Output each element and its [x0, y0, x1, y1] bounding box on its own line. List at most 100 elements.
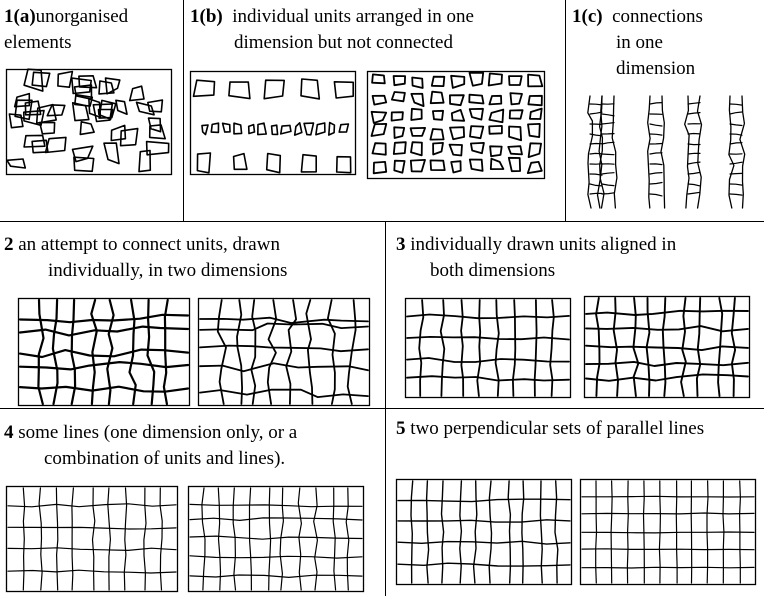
- sketch-unit: [411, 76, 424, 89]
- sketch-unit: [410, 141, 423, 157]
- sketch-5-left: [395, 478, 573, 586]
- sketch-stroke: [729, 133, 743, 136]
- sketch-unit: [293, 121, 303, 136]
- sketch-stroke: [680, 297, 687, 397]
- sketch-stroke: [216, 299, 227, 405]
- sketch-stroke: [217, 487, 222, 591]
- sketch-unit: [148, 124, 166, 140]
- sketch-unit: [128, 85, 145, 102]
- sketch-stroke: [729, 103, 743, 106]
- sketch-unit: [429, 128, 445, 141]
- caption-5: 5 two perpendicular sets of parallel lin…: [396, 416, 704, 442]
- sketch-stroke: [189, 517, 363, 522]
- sketch-stroke: [199, 322, 369, 332]
- sketch-stroke: [189, 555, 363, 559]
- sketch-frame: [17, 297, 191, 407]
- sketch-unit: [315, 122, 326, 136]
- sketch-stroke: [189, 535, 363, 540]
- sketch-unit: [78, 75, 98, 89]
- sketch-stroke: [589, 173, 603, 176]
- sketch-stroke: [51, 298, 59, 406]
- sketch-stroke: [146, 298, 156, 406]
- sketch-unit: [450, 109, 466, 122]
- sketch-stroke: [687, 191, 701, 195]
- sketch-stroke: [512, 299, 517, 397]
- sketch-unit: [46, 104, 66, 117]
- sketch-unit: [38, 121, 56, 135]
- caption-1a-line1: unorganised: [35, 6, 129, 27]
- sketch-stroke: [22, 487, 26, 591]
- sketch-stroke: [418, 299, 425, 397]
- sketch-stroke: [507, 480, 512, 584]
- sketch-stroke: [549, 299, 555, 397]
- sketch-unit: [6, 158, 27, 169]
- sketch-stroke: [406, 357, 570, 363]
- sketch-unit: [98, 80, 115, 95]
- sketch-stroke: [649, 101, 663, 105]
- sketch-4-left: [5, 485, 179, 593]
- sketch-unit: [488, 125, 503, 135]
- sketch-unit: [488, 94, 503, 106]
- sketch-stroke: [589, 103, 603, 106]
- sketch-stroke: [601, 192, 615, 195]
- sketch-stroke: [250, 299, 257, 405]
- sketch-unit: [450, 74, 466, 89]
- sketch-stroke: [589, 133, 603, 137]
- sketch-1b-right: [366, 70, 546, 180]
- divider-row2: [0, 408, 764, 409]
- sketch-unit: [409, 159, 426, 173]
- sketch-stroke: [128, 298, 137, 406]
- sketch-stroke: [38, 487, 43, 591]
- sketch-stroke: [91, 487, 96, 591]
- sketch-unit: [468, 93, 485, 105]
- sketch-stroke: [143, 487, 147, 591]
- sketch-unit: [430, 75, 446, 88]
- sketch-stroke: [55, 487, 59, 591]
- sketch-frame: [189, 70, 357, 176]
- divider-row1: [0, 221, 764, 222]
- sketch-unit: [13, 92, 31, 108]
- sketch-stroke: [459, 480, 463, 584]
- sketch-stroke: [687, 183, 701, 187]
- sketch-stroke: [581, 548, 755, 551]
- caption-1b-number: 1(b): [190, 6, 223, 27]
- sketch-frame: [5, 485, 179, 593]
- sketch-unit: [370, 123, 388, 137]
- sketch-frame: [366, 70, 546, 180]
- sketch-stroke: [728, 95, 735, 209]
- sketch-unit: [210, 122, 220, 134]
- sketch-frame: [404, 297, 572, 399]
- sketch-unit: [147, 117, 162, 133]
- sketch-unit: [468, 107, 484, 121]
- sketch-stroke: [297, 487, 303, 591]
- sketch-unit: [71, 145, 94, 163]
- sketch-stroke: [739, 95, 746, 209]
- sketch-unit: [104, 77, 121, 95]
- sketch-unit: [23, 68, 44, 92]
- sketch-unit: [71, 77, 92, 95]
- sketch-stroke: [658, 480, 662, 584]
- sketch-stroke: [533, 299, 538, 397]
- sketch-unit: [527, 73, 544, 88]
- sketch-unit: [450, 160, 462, 174]
- sketch-stroke: [649, 123, 663, 127]
- sketch-unit: [371, 142, 387, 156]
- sketch-unit: [119, 127, 139, 147]
- sketch-stroke: [232, 487, 237, 591]
- sketch-stroke: [601, 122, 615, 125]
- sketch-stroke: [494, 299, 500, 397]
- sketch-stroke: [268, 487, 272, 591]
- caption-3-number: 3: [396, 234, 406, 255]
- sketch-unit: [35, 103, 58, 125]
- sketch-unit: [300, 78, 321, 100]
- sketch-unit: [73, 156, 95, 173]
- sketch-unit: [147, 99, 164, 113]
- caption-2-line1: an attempt to connect units, drawn: [18, 234, 280, 255]
- sketch-stroke: [397, 519, 571, 523]
- caption-2-line2: individually, in two dimensions: [48, 260, 288, 281]
- sketch-stroke: [695, 297, 702, 397]
- caption-4-line1: some lines (one dimension only, or a: [18, 422, 298, 443]
- sketch-unit: [526, 161, 543, 174]
